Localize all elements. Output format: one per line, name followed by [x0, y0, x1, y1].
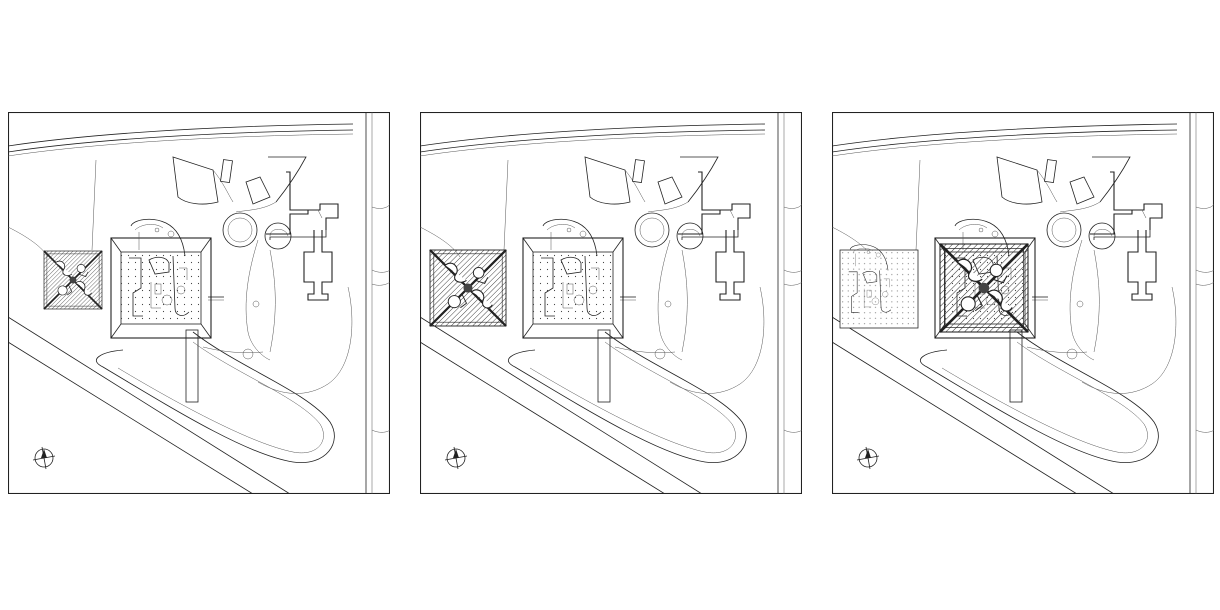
hatched-block	[428, 248, 508, 328]
north-arrow-icon	[856, 446, 880, 470]
north-arrow-icon	[32, 446, 56, 470]
main-building	[110, 218, 212, 339]
site-plan-panel-2	[420, 112, 802, 494]
north-arrow-icon	[444, 446, 468, 470]
main-building	[522, 218, 624, 339]
site-plan-panel-1	[8, 112, 390, 494]
plan-block-left	[839, 244, 919, 329]
hatched-block	[938, 242, 1030, 334]
site-plan-panel-3	[832, 112, 1214, 494]
hatched-block	[43, 250, 103, 310]
site-plan-drawing	[832, 112, 1214, 494]
site-plan-drawing	[420, 112, 802, 494]
site-plan-drawing	[8, 112, 390, 494]
